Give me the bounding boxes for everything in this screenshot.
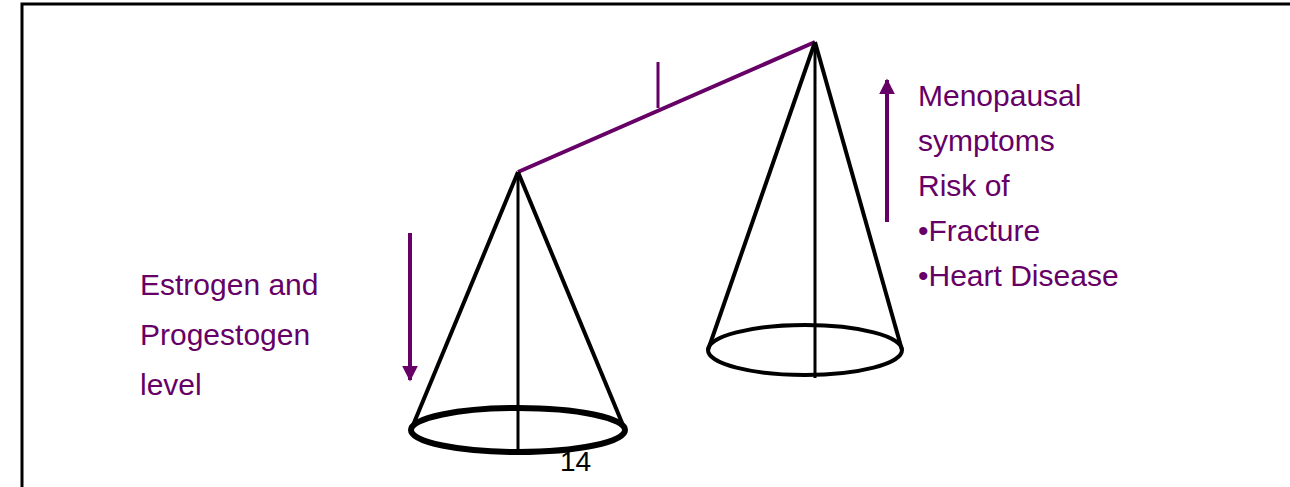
- scale-beam: [518, 42, 815, 172]
- page-number: 14: [560, 444, 620, 480]
- slide-frame: [22, 4, 1290, 487]
- symptom-label: Menopausal symptoms: [918, 73, 1118, 163]
- risk-item: •Heart Disease: [918, 253, 1258, 298]
- right-pan: [708, 42, 902, 378]
- risk-item: •Fracture: [918, 208, 1218, 253]
- hormone-label: Estrogen and Progestogen level: [140, 260, 365, 410]
- risk-label: Risk of: [918, 163, 1218, 208]
- down-arrow: [408, 233, 412, 380]
- up-arrow: [885, 80, 889, 222]
- beam-pivot: [657, 62, 660, 108]
- left-pan: [411, 172, 625, 452]
